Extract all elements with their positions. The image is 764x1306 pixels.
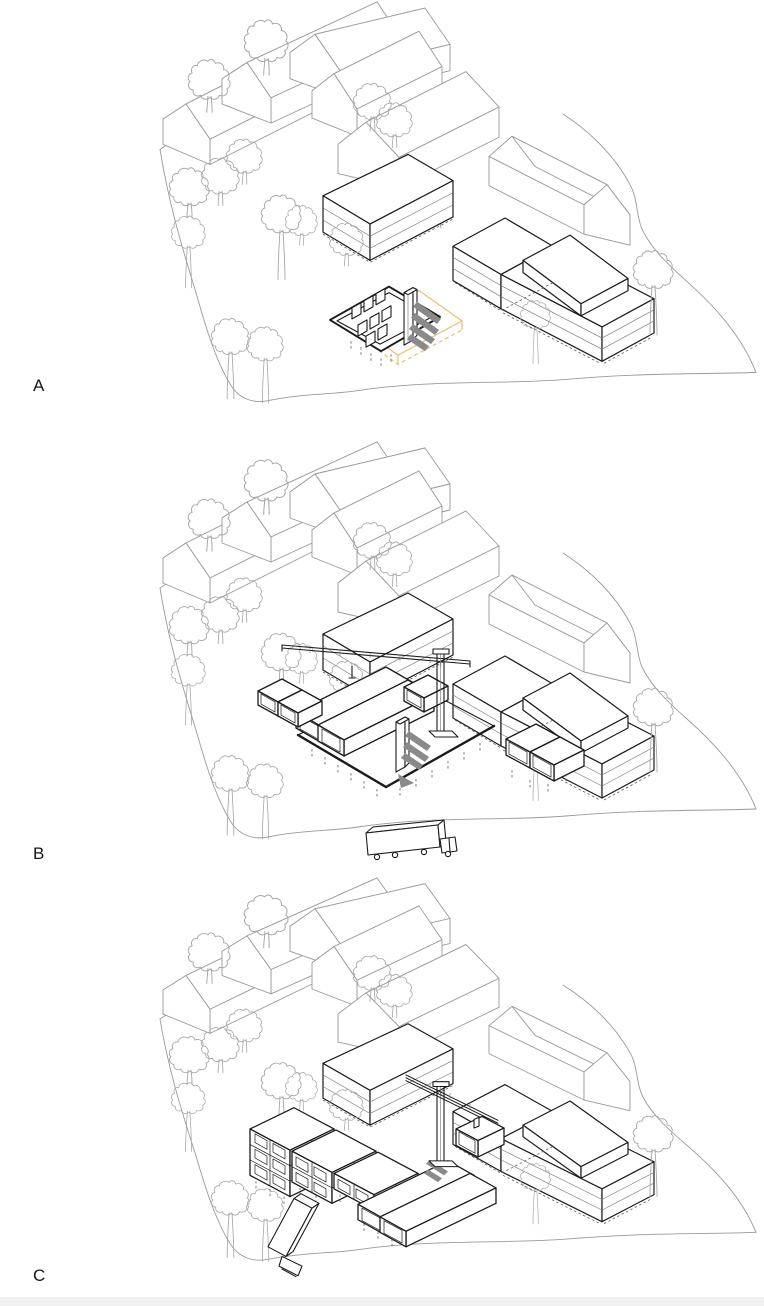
tower-crane	[281, 644, 471, 738]
building-module	[529, 736, 585, 782]
window-openings	[351, 288, 392, 348]
panel-label-b: B	[33, 844, 45, 863]
axonometric-scene-c	[0, 876, 764, 1278]
footer-strip	[0, 1297, 764, 1306]
axonometric-scene-a	[0, 0, 764, 440]
stacking-phase	[249, 1074, 505, 1278]
tower-crane	[405, 1074, 499, 1168]
demolition-phase	[329, 285, 463, 368]
delivery-truck	[365, 819, 458, 861]
panel-phase-b: B	[0, 440, 764, 876]
building-module	[379, 1172, 497, 1248]
demolished-house-walls	[329, 285, 441, 368]
panel-phase-c: C	[0, 876, 764, 1297]
chimney-remnant	[395, 716, 431, 788]
panel-phase-a: A	[0, 0, 764, 440]
axonometric-scene-b	[0, 440, 764, 861]
building-module	[277, 689, 323, 728]
panel-label-a: A	[33, 376, 45, 395]
hoisted-module	[455, 1115, 505, 1158]
departing-truck	[267, 1193, 320, 1278]
panel-label-c: C	[33, 1266, 46, 1285]
debris-chute-planks	[407, 301, 441, 352]
assembly-phase	[257, 644, 585, 861]
